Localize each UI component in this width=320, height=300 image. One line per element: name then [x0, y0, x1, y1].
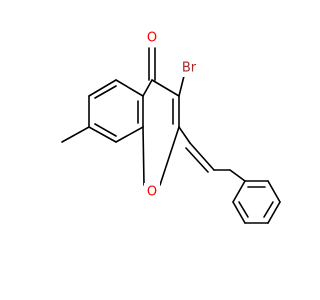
- benzo-ring-bond-5: [115, 126, 144, 143]
- oxygen-c8a-bond: [142, 126, 145, 186]
- phenyl-ring-bond-1: [229, 169, 246, 182]
- phenyl-ring-bond-7: [232, 180, 246, 203]
- ring-oxygen-label-background: [144, 183, 160, 201]
- bromine-label: Br: [182, 61, 197, 76]
- benzo-ring-double-bond-inner-3: [94, 123, 117, 137]
- benzo-ring-bond-2: [88, 79, 117, 97]
- atom-label-layer: O O Br: [144, 29, 200, 201]
- styryl-vinyl-double-bond-inner: [185, 147, 209, 173]
- bromine-label-background: [178, 59, 200, 77]
- bromine-bond: [178, 75, 185, 97]
- c2-oxygen-bond: [159, 126, 180, 186]
- phenyl-ring-bond-4: [267, 201, 281, 224]
- styryl-vinyl-double-bond: [189, 142, 215, 171]
- carbonyl-oxygen-label: O: [147, 31, 157, 46]
- c4-c3-bond: [151, 79, 180, 97]
- benzo-ring-bond-6: [88, 126, 117, 143]
- methyl-bond: [61, 126, 90, 143]
- benzo-ring-bond-3: [115, 79, 144, 97]
- phenyl-ring-double-bond-inner-3: [238, 201, 249, 218]
- ring-oxygen-label: O: [147, 185, 157, 200]
- styryl-bond-1: [178, 126, 191, 144]
- phenyl-ring-double-bond-inner-2: [263, 201, 274, 218]
- phenyl-ring-bond-3: [267, 180, 281, 203]
- bond-layer: [61, 47, 281, 224]
- phenyl-ring-bond-6: [232, 201, 246, 224]
- carbonyl-oxygen-label-background: [144, 29, 160, 47]
- molecule-structure-diagram: O O Br: [61, 29, 281, 224]
- benzo-ring-double-bond-inner-1: [94, 85, 117, 99]
- carbonyl-carbon-bond: [142, 79, 153, 97]
